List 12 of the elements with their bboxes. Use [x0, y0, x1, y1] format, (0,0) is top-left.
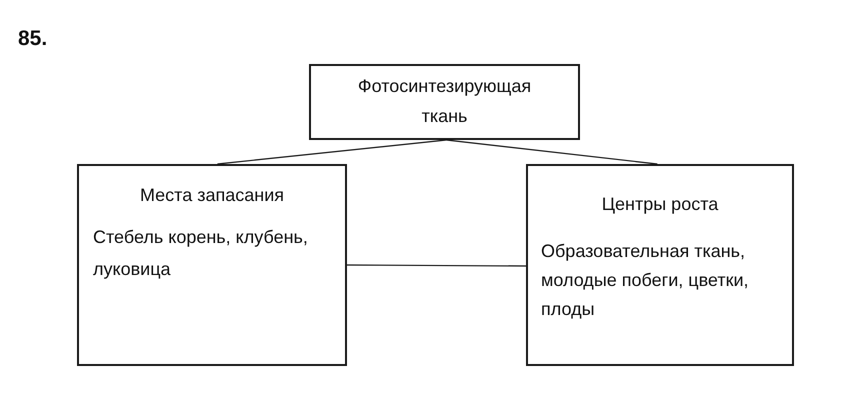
box-text: Стебель корень, клубень, луковица	[93, 226, 309, 281]
connector-line	[217, 139, 446, 165]
concept-box	[309, 64, 580, 140]
concept-box	[77, 164, 347, 366]
box-text: Образовательная ткань, молодые побеги, цветки, плоды	[541, 240, 750, 321]
connector-line	[446, 139, 658, 165]
connector-line	[347, 264, 526, 267]
box-heading: Фотосинтезирующая ткань	[356, 75, 532, 128]
concept-box	[526, 164, 794, 366]
box-heading: Места запасания	[140, 184, 284, 207]
problem-number: 85.	[18, 27, 48, 51]
box-heading: Центры роста	[602, 193, 718, 216]
